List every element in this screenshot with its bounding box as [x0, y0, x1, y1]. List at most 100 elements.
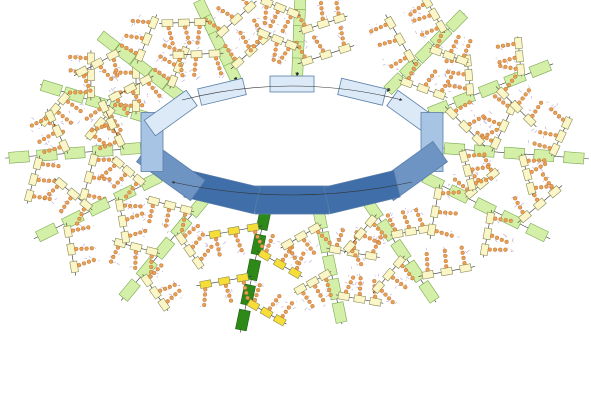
orange-node	[540, 172, 545, 177]
fringe-stroke	[272, 13, 275, 16]
orange-node	[320, 233, 325, 238]
orange-node	[127, 190, 132, 195]
orange-node	[113, 250, 118, 255]
leaf-box	[208, 49, 221, 58]
leaf-box	[113, 133, 126, 148]
orange-node	[517, 205, 523, 210]
orange-node	[196, 35, 201, 40]
orange-node	[81, 226, 86, 231]
orange-node	[425, 267, 430, 272]
orange-node	[270, 19, 276, 24]
orange-node	[443, 83, 448, 88]
fringe-stroke	[305, 45, 308, 49]
fringe-stroke	[236, 250, 241, 254]
fringe-stroke	[500, 47, 503, 51]
fringe-stroke	[494, 239, 498, 243]
orange-node	[414, 208, 419, 213]
fringe-stroke	[217, 10, 220, 13]
fringe-stroke	[136, 231, 139, 234]
orange-node	[217, 252, 222, 257]
orange-node	[489, 176, 494, 181]
fringe-stroke	[255, 284, 257, 286]
fringe-stroke	[534, 130, 538, 134]
fringe-stroke	[532, 166, 534, 169]
orange-node	[167, 31, 173, 36]
orange-node	[133, 182, 138, 187]
fringe-stroke	[429, 76, 433, 80]
orange-node	[434, 26, 439, 31]
fringe-stroke	[142, 215, 144, 219]
branch-box	[87, 197, 111, 217]
orange-node	[542, 144, 547, 149]
orange-node	[162, 57, 167, 62]
orange-node	[56, 110, 61, 115]
fringe-stroke	[545, 126, 547, 130]
fringe-stroke	[196, 46, 200, 50]
fringe-stroke	[382, 242, 386, 244]
orange-node	[128, 70, 133, 75]
fringe-stroke	[450, 230, 453, 233]
orange-node	[406, 224, 411, 229]
fringe-stroke	[358, 273, 361, 277]
orange-node	[74, 105, 79, 110]
orange-node	[336, 11, 341, 16]
orange-node	[339, 31, 344, 36]
fringe-stroke	[110, 182, 113, 185]
orange-node	[451, 44, 456, 49]
orange-node	[147, 81, 152, 86]
orange-node	[149, 254, 154, 259]
orange-node	[442, 248, 447, 253]
fringe-stroke	[178, 284, 181, 287]
orange-node	[50, 188, 56, 193]
fringe-stroke	[305, 248, 309, 252]
orange-node	[402, 215, 407, 220]
branch-box	[8, 150, 30, 164]
fringe-stroke	[264, 25, 266, 27]
fringe-stroke	[285, 301, 288, 303]
fringe-stroke	[423, 35, 427, 39]
branch-box	[404, 259, 426, 284]
branch-box	[96, 30, 121, 53]
fringe-stroke	[199, 37, 202, 41]
orange-node	[122, 203, 128, 208]
orange-node	[538, 100, 544, 105]
orange-node	[183, 233, 188, 238]
orange-node	[146, 20, 151, 25]
fringe-stroke	[78, 223, 82, 227]
orange-node	[289, 301, 294, 306]
fringe-stroke	[90, 119, 94, 123]
ring-segment	[323, 170, 401, 215]
orange-node	[91, 175, 97, 180]
fringe-stroke	[510, 249, 513, 251]
orange-node	[536, 104, 541, 110]
fringe-stroke	[480, 123, 482, 126]
fringe-stroke	[412, 73, 416, 76]
orange-node	[225, 288, 230, 293]
orange-node	[172, 46, 177, 52]
fringe-stroke	[237, 236, 239, 238]
fringe-stroke	[194, 225, 196, 228]
orange-node	[209, 244, 214, 249]
orange-node	[494, 235, 500, 240]
fringe-stroke	[285, 59, 287, 62]
orange-node	[359, 262, 364, 267]
fringe-stroke	[488, 160, 491, 163]
orange-node	[273, 47, 278, 52]
orange-node	[392, 38, 397, 43]
fringe-stroke	[76, 54, 80, 56]
orange-node	[556, 114, 562, 119]
fringe-stroke	[376, 237, 378, 241]
orange-node	[411, 66, 416, 71]
orange-node	[358, 276, 363, 281]
orange-node	[505, 103, 510, 108]
orange-node	[538, 164, 543, 169]
fringe-stroke	[405, 283, 407, 286]
orange-node	[263, 10, 268, 15]
fringe-stroke	[141, 227, 144, 231]
orange-node	[382, 41, 387, 46]
orange-node	[476, 116, 481, 122]
orange-node	[404, 219, 409, 225]
fringe-stroke	[213, 16, 216, 20]
orange-node	[479, 179, 484, 184]
orange-node	[255, 39, 260, 45]
